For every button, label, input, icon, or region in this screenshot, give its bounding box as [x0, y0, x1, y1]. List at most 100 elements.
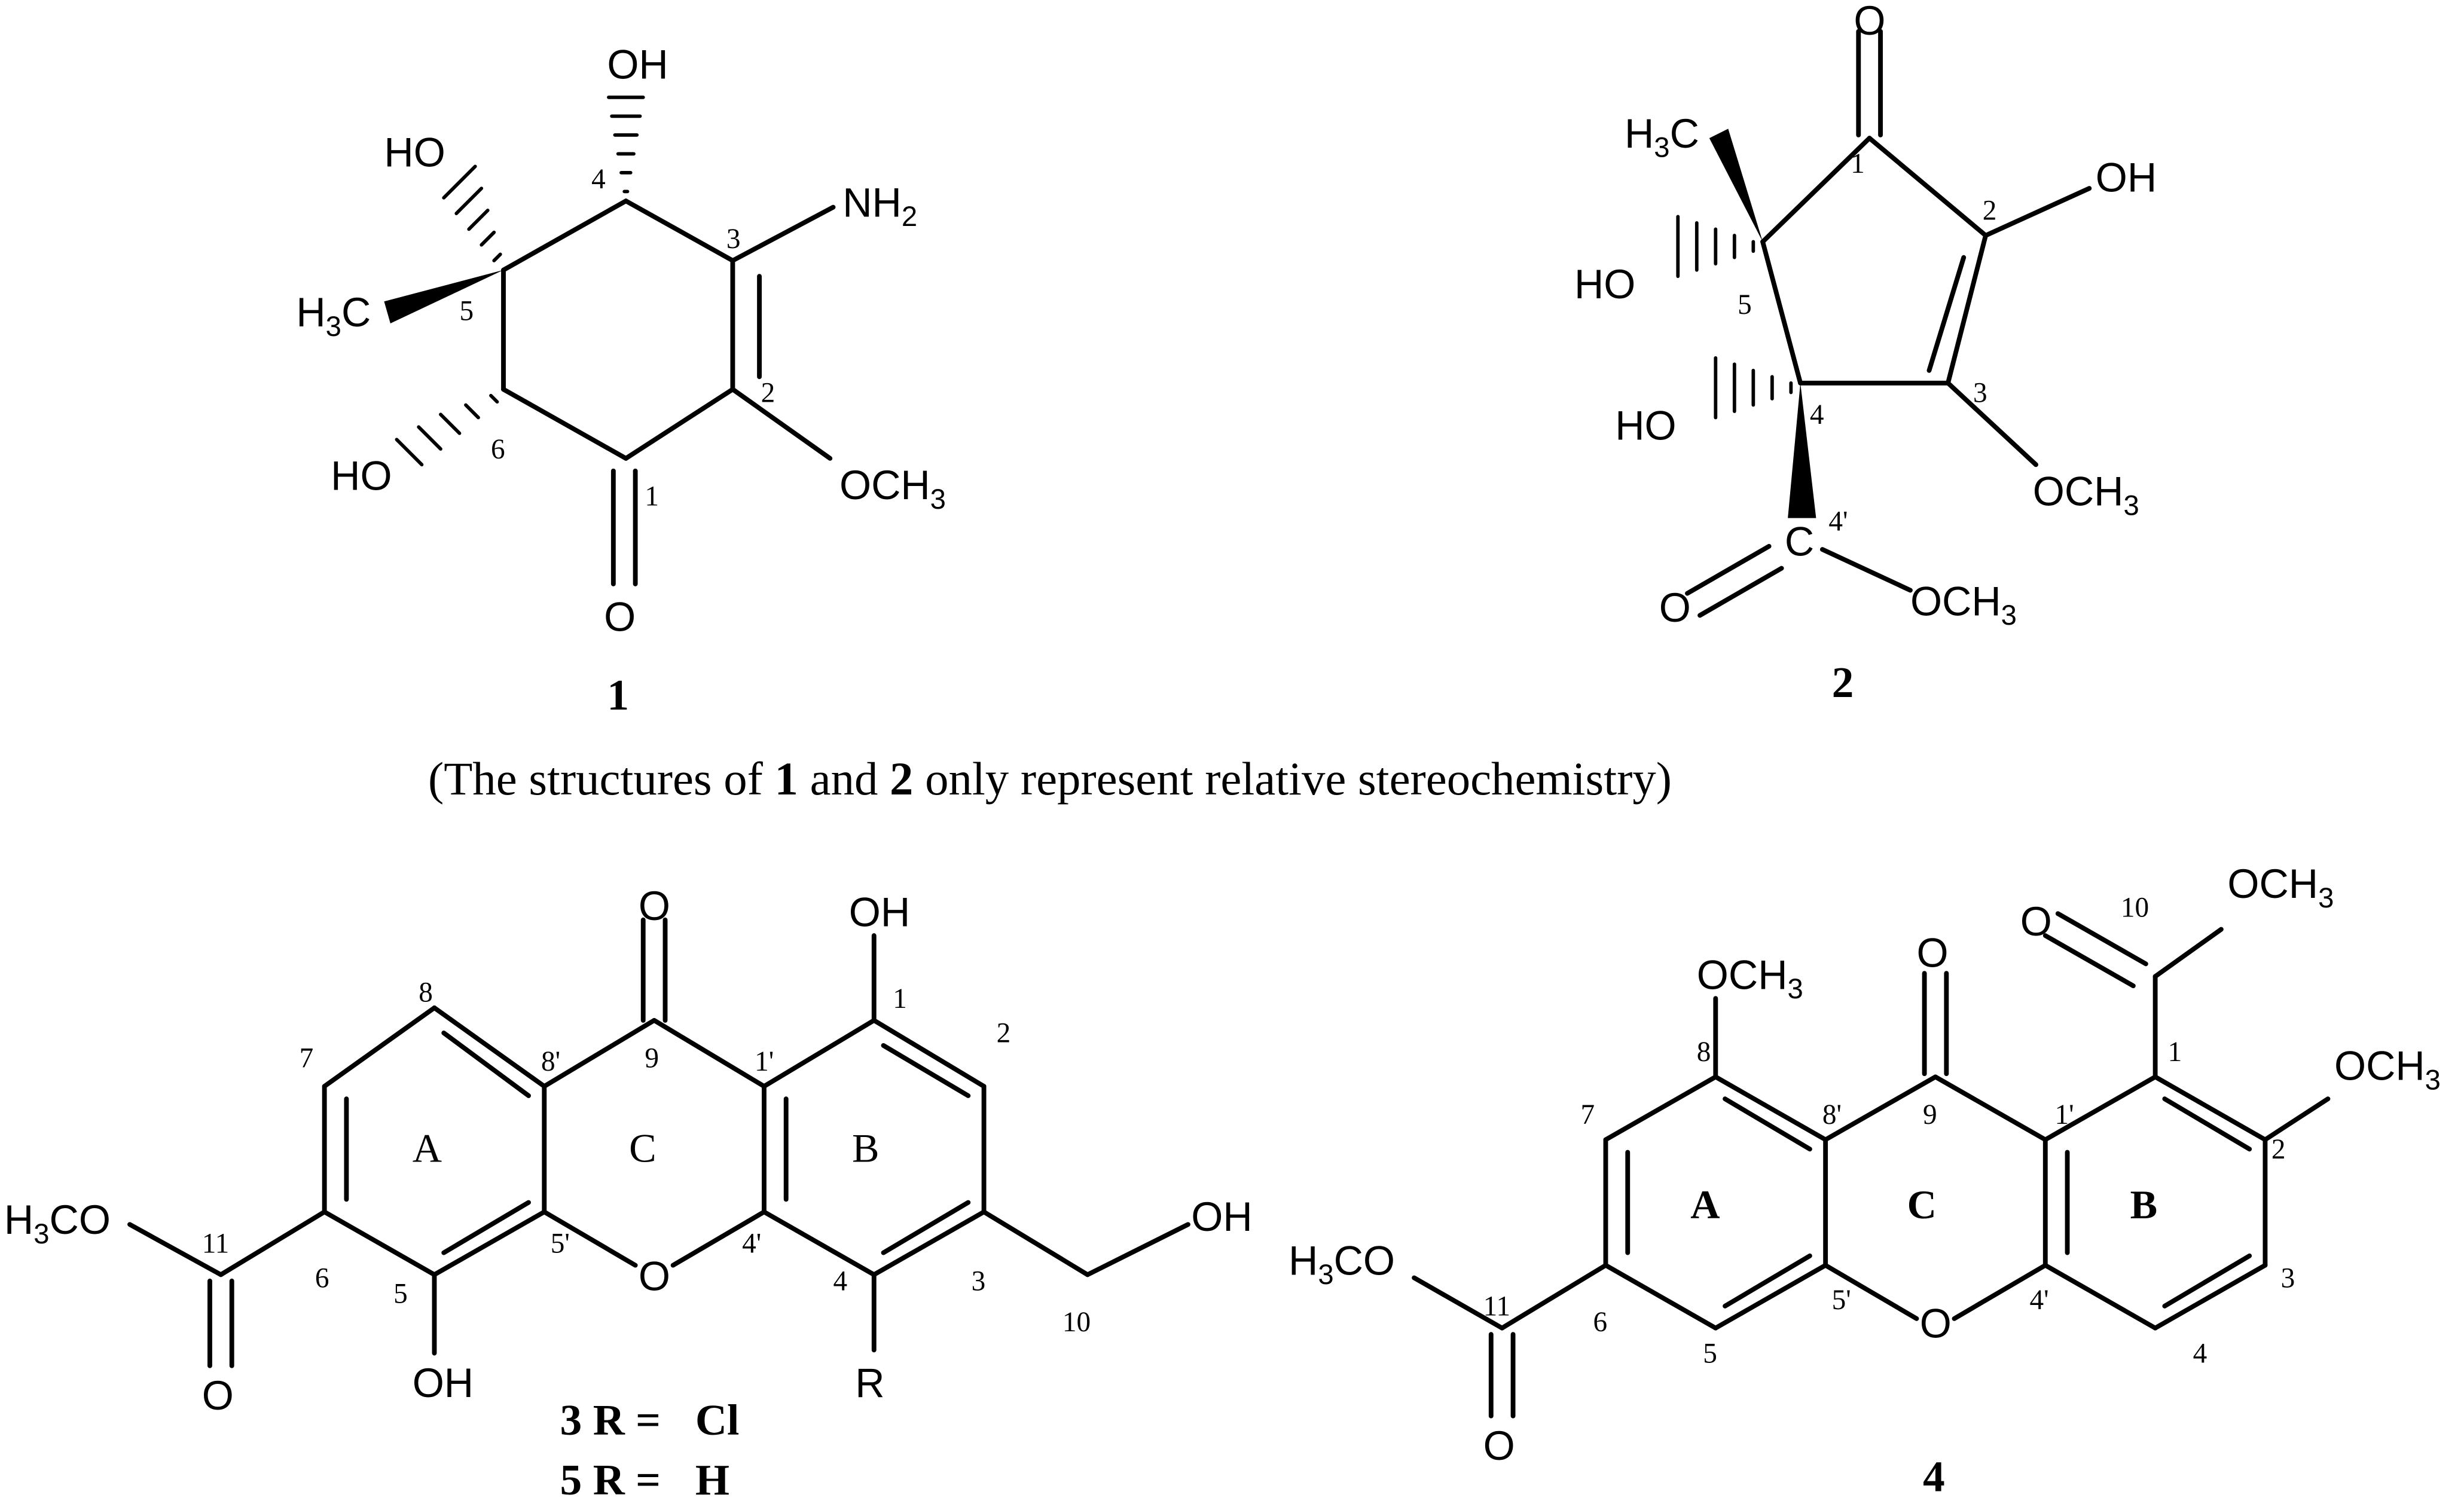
compound-1-nh2: NH2 — [842, 180, 917, 233]
compound-4-atom-numbers: 1 2 3 4 5 6 7 8 9 10 11 1' 4' 5' 8' — [1483, 892, 2295, 1370]
atom-number: 4 — [2193, 1338, 2207, 1369]
compound-1-atom-numbers: 1 2 3 4 5 6 — [459, 164, 775, 512]
compound-1-carbonyl-o: O — [604, 595, 636, 640]
atom-number: 4' — [742, 1228, 761, 1260]
compound-3-5-atom-numbers: 1 2 3 4 5 6 7 8 9 10 11 1' 4' 5' 8' — [202, 977, 1091, 1337]
compound-2-label: 2 — [1832, 658, 1854, 707]
atom-number: 2 — [761, 377, 775, 408]
compound-4-ring-c: C — [1907, 1182, 1937, 1227]
compound-4-labels: OCH3 O O OCH3 OCH3 H3CO O O A C B — [1289, 861, 2441, 1469]
compound-2-bonds — [1685, 29, 2092, 618]
compound-3-5-o-ring: O — [639, 1254, 670, 1300]
compound-3-5-oh-1: OH — [849, 890, 910, 935]
compound-4-o-top: O — [1916, 931, 1948, 976]
atom-number: 9 — [645, 1043, 659, 1074]
compound-1-bonds — [501, 198, 836, 586]
compound-3-5-labels: O OH OH H3CO O OH O R A C B — [4, 884, 1253, 1419]
compound-3-5-o-top: O — [639, 884, 670, 929]
atom-number: 2 — [2271, 1134, 2286, 1165]
compound-2-wedge-methyl — [1709, 129, 1763, 242]
stereochemistry-caption: (The structures of 1 and 2 only represen… — [428, 753, 1672, 805]
atom-number: 4 — [833, 1266, 847, 1297]
compound-4-ring-b: B — [2130, 1182, 2158, 1227]
compound-3-5-ring-a: A — [413, 1125, 442, 1170]
legend-compound-3: 3 R =Cl — [560, 1395, 740, 1444]
atom-number: 8' — [541, 1046, 560, 1077]
compound-2-oh: OH — [2096, 155, 2157, 200]
compound-1-och3: OCH3 — [839, 463, 946, 515]
atom-number: 10 — [1062, 1307, 1091, 1338]
compound-1-ho-6: HO — [331, 453, 392, 499]
atom-number: 1 — [2168, 1037, 2182, 1068]
atom-number: 5 — [459, 296, 474, 327]
compound-4-och3-2: OCH3 — [2334, 1044, 2441, 1096]
compound-2-och3-ring: OCH3 — [2033, 469, 2139, 522]
compound-1-wedge-bond — [384, 270, 504, 323]
atom-number: 5' — [551, 1228, 570, 1260]
compound-4-o-ring: O — [1920, 1301, 1952, 1346]
compound-3-5-ring-c: C — [629, 1125, 657, 1170]
atom-number: 5' — [1832, 1285, 1851, 1316]
atom-number: 8 — [1697, 1037, 1711, 1068]
atom-number: 5 — [1703, 1338, 1717, 1369]
compound-2-hash-bonds — [1676, 215, 1793, 420]
atom-number: 5 — [1738, 289, 1752, 320]
compound-4-och3-8: OCH3 — [1697, 952, 1803, 1005]
atom-number: 1 — [1851, 148, 1865, 179]
compound-4-och3-10: OCH3 — [2227, 861, 2334, 914]
compound-3-5-o-ester: O — [202, 1373, 234, 1419]
compound-4-h3co: H3CO — [1289, 1238, 1395, 1291]
atom-number: 11 — [1483, 1291, 1511, 1322]
compound-2-wedge-ester — [1788, 383, 1816, 518]
atom-number: 1' — [2055, 1099, 2074, 1130]
compound-1-ho-5: HO — [384, 130, 445, 175]
compound-3-5-bonds — [127, 917, 1190, 1368]
compound-4-bonds — [1412, 911, 2331, 1419]
compound-1-oh-top: OH — [607, 42, 668, 87]
atom-number: 6 — [491, 434, 505, 465]
atom-number: 4 — [591, 164, 606, 195]
atom-number: 8' — [1822, 1099, 1842, 1130]
atom-number: 4 — [1810, 399, 1824, 430]
compound-3-5-r: R — [855, 1361, 884, 1406]
compound-2-o-ester: O — [1659, 585, 1691, 631]
atom-number: 7 — [1580, 1099, 1595, 1130]
compound-2-ho-5: HO — [1574, 262, 1635, 307]
compound-3-5-oh-5: OH — [413, 1361, 474, 1406]
compound-4-ring-a: A — [1690, 1182, 1720, 1227]
atom-number: 6 — [1593, 1307, 1607, 1338]
compound-2-c-ester: C — [1785, 519, 1814, 565]
atom-number: 1' — [755, 1046, 774, 1077]
atom-number: 7 — [300, 1043, 314, 1074]
atom-number: 3 — [972, 1266, 986, 1297]
compound-4-o-ester: O — [1483, 1423, 1515, 1469]
compound-2-o-top: O — [1854, 0, 1885, 44]
atom-number: 3 — [2281, 1263, 2295, 1294]
atom-number: 11 — [202, 1228, 230, 1260]
atom-number: 1 — [645, 481, 659, 512]
atom-number: 6 — [315, 1263, 329, 1294]
atom-number: 4' — [1828, 506, 1848, 537]
legend-compound-5: 5 R =H — [560, 1455, 729, 1504]
compound-4-o-10: O — [2020, 899, 2052, 944]
compound-3-5-oh-10: OH — [1191, 1194, 1252, 1240]
compound-1-hash-bonds — [395, 95, 645, 467]
compound-1-label: 1 — [607, 670, 629, 719]
compound-2-h3c: H3C — [1625, 111, 1699, 164]
compound-1-labels: OH HO H3C HO O NH2 OCH3 — [296, 42, 946, 640]
compound-2-atom-numbers: 1 2 3 4 5 4' — [1738, 148, 1996, 537]
atom-number: 9 — [1923, 1099, 1937, 1130]
compound-1-h3c: H3C — [296, 290, 371, 343]
atom-number: 10 — [2121, 892, 2149, 924]
atom-number: 2 — [997, 1018, 1011, 1049]
atom-number: 4' — [2030, 1285, 2049, 1316]
compound-3-5-h3co: H3CO — [4, 1197, 111, 1250]
atom-number: 1 — [893, 983, 907, 1014]
compound-2-och3-ester: OCH3 — [1910, 579, 2017, 631]
compound-2-ho-4: HO — [1615, 403, 1676, 448]
compound-2-labels: O H3C OH HO HO OCH3 C O OCH3 — [1574, 0, 2157, 631]
atom-number: 5 — [393, 1279, 408, 1310]
compound-3-5-legend: 3 R =Cl 5 R =H — [560, 1395, 740, 1504]
